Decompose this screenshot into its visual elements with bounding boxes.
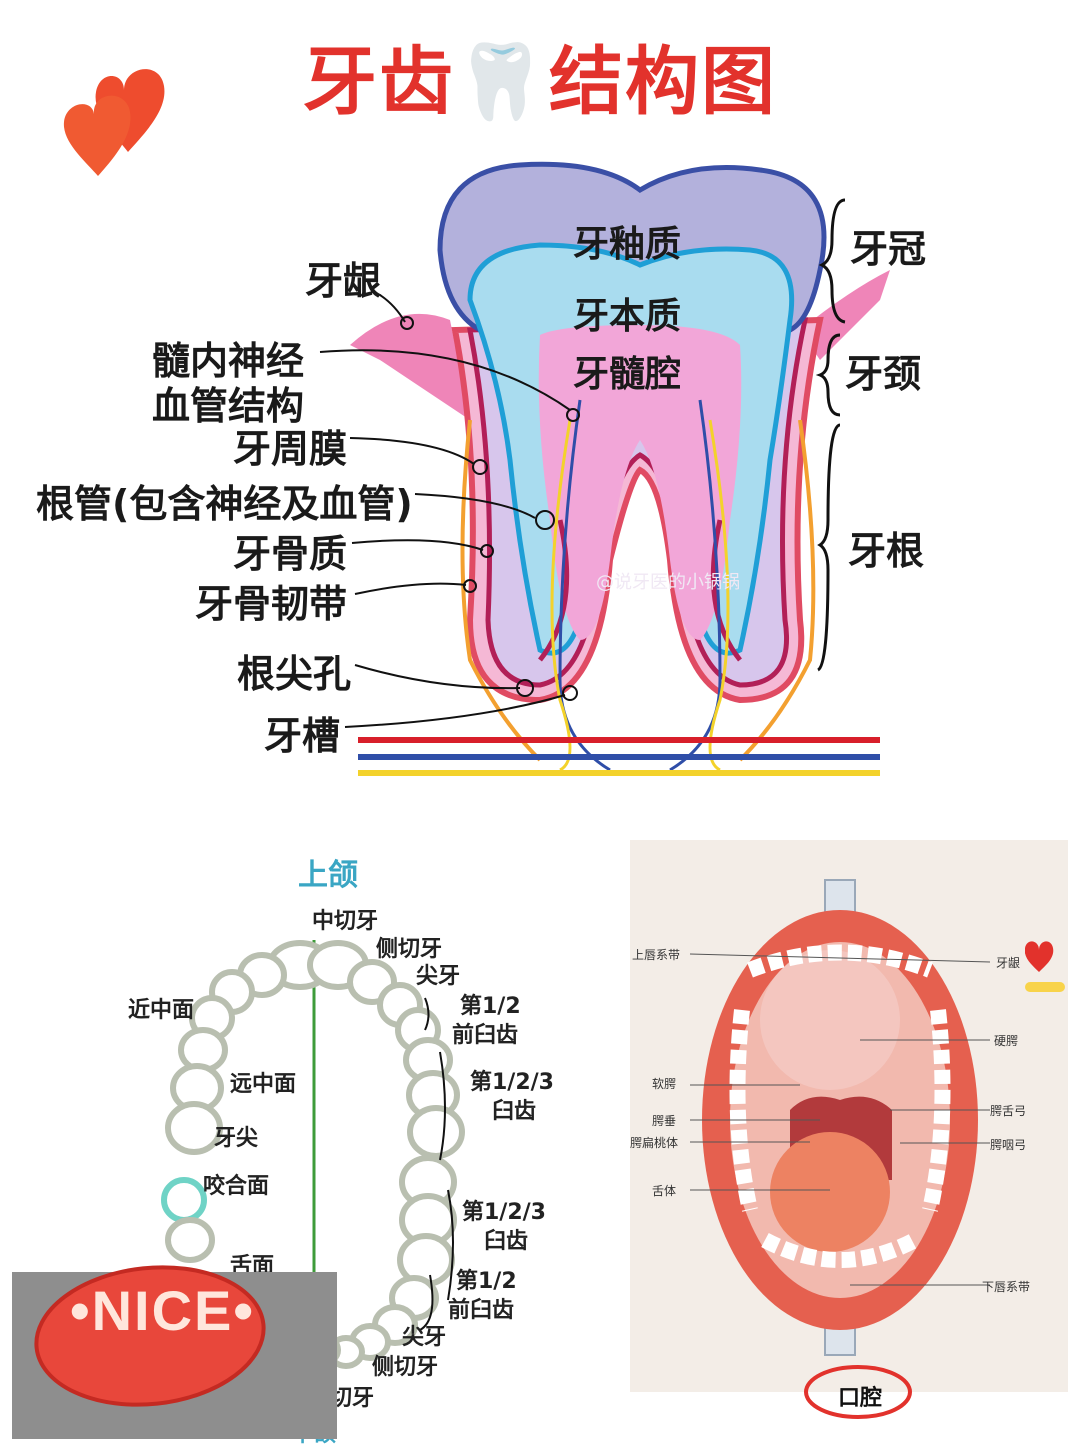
- label-premolar-upper-1: 第1/2: [460, 994, 521, 1019]
- label-premolar-lower-2: 前臼齿: [448, 1298, 515, 1323]
- label-premolar-upper-2: 前臼齿: [452, 1023, 519, 1048]
- mouth-illustration: [689, 879, 991, 1356]
- label-hard-palate: 硬腭: [994, 1034, 1019, 1048]
- nice-sticker-text: •NICE•: [70, 1279, 256, 1342]
- label-apex: 根尖孔: [237, 652, 352, 696]
- label-root-canal: 根管(包含神经及血管): [36, 482, 413, 526]
- label-gingiva: 牙龈: [305, 259, 382, 303]
- label-uvula: 腭垂: [652, 1114, 677, 1128]
- label-molar-lower-1: 第1/2/3: [462, 1200, 546, 1225]
- label-pulp: 牙髓腔: [573, 354, 682, 395]
- tongue: [770, 1132, 890, 1252]
- label-nerve-1: 髓内神经: [152, 339, 305, 383]
- label-molar-lower-2: 臼齿: [484, 1229, 529, 1254]
- label-occlusal: 咬合面: [203, 1174, 270, 1199]
- label-distal: 远中面: [230, 1072, 297, 1097]
- mouth-caption: 口腔: [838, 1386, 883, 1411]
- watermark: @说牙医的小锅锅: [596, 572, 740, 593]
- label-lateral-incisor-upper: 侧切牙: [376, 937, 443, 962]
- label-crown: 牙冠: [850, 227, 927, 271]
- mouth-panel: 上唇系带 软腭 腭垂 腭扁桃体 舌体 牙龈 硬腭 腭舌弓 腭咽弓 下唇系带: [630, 840, 1068, 1392]
- caption-circle: [804, 1365, 912, 1419]
- hard-palate: [760, 950, 900, 1090]
- nerve-yellow: [550, 419, 730, 772]
- label-neck: 牙颈: [845, 352, 922, 396]
- label-lower-frenulum: 下唇系带: [982, 1280, 1031, 1294]
- label-lateral-incisor-lower: 侧切牙: [372, 1355, 439, 1380]
- nice-sticker: [34, 1265, 266, 1407]
- label-palatoglossal-arch: 腭舌弓: [990, 1104, 1027, 1118]
- upper-jaw-title: 上颌: [298, 858, 358, 893]
- label-central-incisor-upper: 中切牙: [312, 909, 379, 934]
- label-cementum: 牙骨质: [233, 532, 348, 576]
- label-gum: 牙龈: [996, 956, 1021, 970]
- label-tongue: 舌体: [652, 1184, 677, 1198]
- label-soft-palate: 软腭: [652, 1077, 677, 1091]
- label-palatopharyngeal-arch: 腭咽弓: [990, 1138, 1027, 1152]
- label-ligament: 牙骨韧带: [195, 582, 348, 626]
- label-nerve-2: 血管结构: [152, 384, 305, 428]
- label-cusp: 牙尖: [214, 1126, 259, 1151]
- label-dentin: 牙本质: [573, 296, 682, 337]
- label-periodontal: 牙周膜: [233, 427, 348, 471]
- label-molar-upper-2: 臼齿: [492, 1099, 537, 1124]
- label-root: 牙根: [848, 529, 925, 573]
- label-molar-upper-1: 第1/2/3: [470, 1070, 554, 1095]
- gum-right: [800, 270, 890, 360]
- hearts-icon: [63, 69, 165, 176]
- heart-icon: [1025, 941, 1065, 992]
- gum-left: [350, 313, 470, 420]
- label-enamel: 牙釉质: [573, 224, 682, 265]
- label-alveolus: 牙槽: [264, 714, 341, 758]
- label-premolar-lower-1: 第1/2: [456, 1269, 517, 1294]
- label-canine-lower: 尖牙: [402, 1325, 447, 1350]
- label-canine-upper: 尖牙: [416, 964, 461, 989]
- pulp-cavity: [538, 325, 742, 640]
- tooth-diagram: [319, 161, 890, 776]
- upper-teeth: [165, 940, 465, 1159]
- label-upper-frenulum: 上唇系带: [632, 948, 681, 962]
- occlusal-tooth: [161, 1177, 207, 1223]
- label-tonsil: 腭扁桃体: [630, 1136, 679, 1150]
- label-mesial: 近中面: [128, 998, 195, 1023]
- page-title: 牙齿🦷结构图: [302, 39, 778, 125]
